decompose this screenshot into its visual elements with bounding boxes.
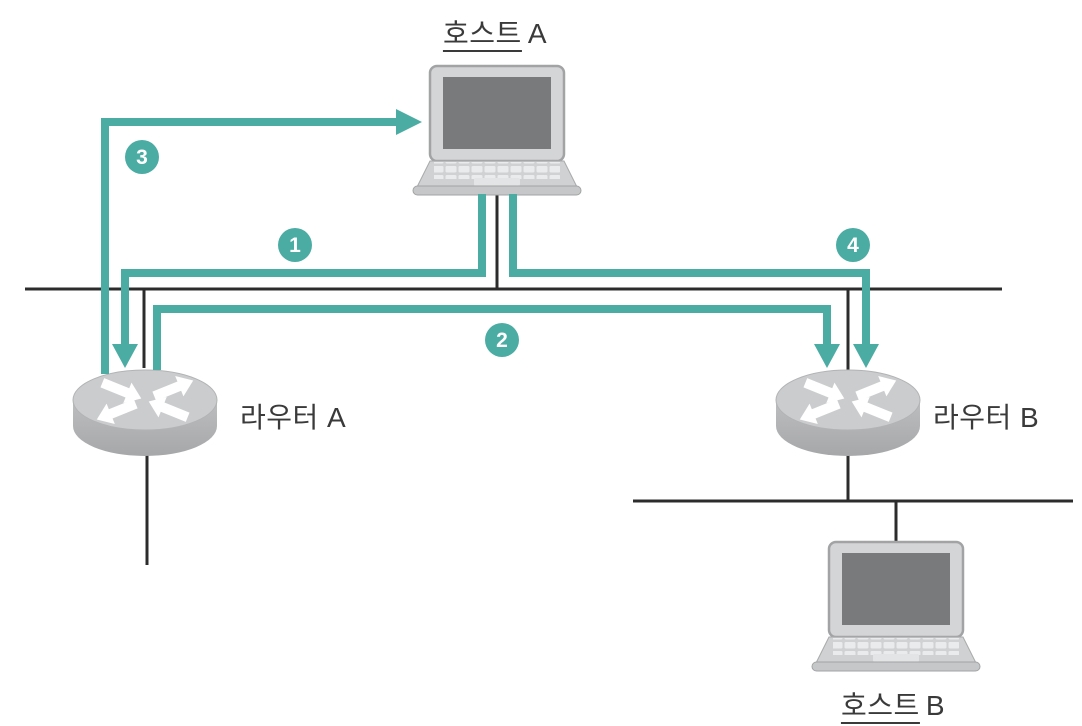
flow-arrowhead-4 [853,344,879,368]
flow-arrowhead-2 [814,344,840,368]
router-b-label: 라우터 B [933,402,1040,433]
flow-line-3 [101,118,398,374]
host-b-label-suffix: B [925,690,946,721]
physical-links [25,190,1073,565]
flow-arrows [101,109,879,374]
step-badge-4: 4 [836,228,870,262]
flow-line-2 [153,305,831,370]
flow-line-4 [509,194,870,346]
host-a-label-suffix: A [527,18,548,49]
host-a-label-underlined: 호스트 [442,18,522,52]
host-a-laptop-icon [411,64,583,197]
step-badge-1: 1 [278,228,312,262]
host-b-label-underlined: 호스트 [840,690,920,724]
router-a-icon [73,370,217,456]
router-a-label: 라우터 A [240,402,347,433]
host-b-laptop-icon [810,540,982,673]
flow-arrowhead-1 [112,344,138,368]
step-badge-3: 3 [125,140,159,174]
step-badge-2: 2 [485,323,519,357]
flow-arrowhead-3 [396,109,422,135]
router-b-icon [776,370,920,456]
flow-line-1 [121,194,486,346]
